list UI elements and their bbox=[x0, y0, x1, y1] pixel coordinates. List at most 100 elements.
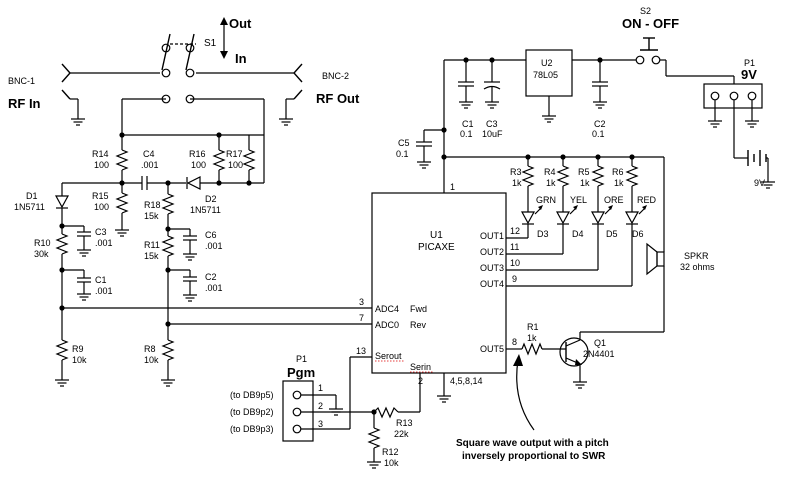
q1-value: 2N4401 bbox=[583, 349, 615, 359]
led-ore-label: ORE bbox=[604, 195, 624, 205]
pin-nums-gnd: 4,5,8,14 bbox=[450, 376, 483, 386]
c2b-value: 0.1 bbox=[592, 129, 605, 139]
c1b-ref: C1 bbox=[462, 119, 474, 129]
r13-value: 22k bbox=[394, 429, 409, 439]
c1a-ref: C1 bbox=[95, 275, 107, 285]
spkr-label: SPKR bbox=[684, 251, 709, 261]
pin-fwd: Fwd bbox=[410, 304, 427, 314]
r17-value: 100 bbox=[228, 160, 243, 170]
bnc2-label: BNC-2 bbox=[322, 71, 349, 81]
r18-value: 15k bbox=[144, 211, 159, 221]
c1a-value: .001 bbox=[95, 286, 113, 296]
c3b-ref: C3 bbox=[486, 119, 498, 129]
d3-ref: D3 bbox=[537, 229, 549, 239]
d4-ref: D4 bbox=[572, 229, 584, 239]
r6-ref: R6 bbox=[612, 167, 624, 177]
programming-header bbox=[282, 356, 452, 469]
r5-ref: R5 bbox=[578, 167, 590, 177]
power-supply bbox=[416, 37, 776, 193]
led-grn-label: GRN bbox=[536, 195, 556, 205]
d2-value: 1N5711 bbox=[190, 205, 221, 215]
pin-num-7: 7 bbox=[359, 313, 364, 323]
c3b-value: 10uF bbox=[482, 129, 503, 139]
c6-value: .001 bbox=[205, 241, 223, 251]
speaker-driver bbox=[506, 240, 665, 389]
bnc1-label: BNC-1 bbox=[8, 76, 35, 86]
note-line2: inversely proportional to SWR bbox=[462, 451, 606, 462]
r14-ref: R14 bbox=[92, 149, 109, 159]
prog-db9p5: (to DB9p5) bbox=[230, 390, 274, 400]
u1-name: PICAXE bbox=[418, 242, 455, 253]
r15-value: 100 bbox=[94, 202, 109, 212]
d5-ref: D5 bbox=[606, 229, 618, 239]
prog-db9p3: (to DB9p3) bbox=[230, 424, 274, 434]
pin-num-10: 10 bbox=[510, 258, 520, 268]
r3-ref: R3 bbox=[510, 167, 522, 177]
pin-num-13: 13 bbox=[356, 346, 366, 356]
d6-ref: D6 bbox=[632, 229, 644, 239]
p1-power-ref: P1 bbox=[744, 58, 755, 68]
pin-num-3: 3 bbox=[359, 297, 364, 307]
c3a-ref: C3 bbox=[95, 227, 107, 237]
c1b-value: 0.1 bbox=[460, 129, 473, 139]
pin-rev: Rev bbox=[410, 320, 427, 330]
r12-value: 10k bbox=[384, 458, 399, 468]
rf-in-label: RF In bbox=[8, 96, 41, 111]
note-arrow bbox=[513, 354, 535, 431]
pin-adc0: ADC0 bbox=[375, 320, 399, 330]
u2-name: 78L05 bbox=[533, 70, 558, 80]
prog-db9p2: (to DB9p2) bbox=[230, 407, 274, 417]
r17-ref: R17 bbox=[226, 149, 243, 159]
c2a-ref: C2 bbox=[205, 272, 217, 282]
u1-picaxe-chip bbox=[371, 192, 507, 374]
r10-ref: R10 bbox=[34, 238, 51, 248]
pin-num-8: 8 bbox=[512, 337, 517, 347]
in-label: In bbox=[235, 51, 247, 66]
pin-out2: OUT2 bbox=[480, 247, 504, 257]
battery-9v: 9V bbox=[754, 178, 765, 188]
pin-num-11: 11 bbox=[510, 242, 519, 252]
r8-ref: R8 bbox=[144, 344, 156, 354]
led-red-label: RED bbox=[637, 195, 657, 205]
u1-ref: U1 bbox=[430, 230, 443, 241]
s1-label: S1 bbox=[204, 38, 217, 49]
r15-ref: R15 bbox=[92, 191, 109, 201]
s2-label: S2 bbox=[640, 6, 651, 16]
d1-ref: D1 bbox=[26, 191, 38, 201]
led-bank bbox=[506, 154, 665, 287]
r13-ref: R13 bbox=[396, 418, 413, 428]
c6-ref: C6 bbox=[205, 230, 217, 240]
pin-out1: OUT1 bbox=[480, 231, 504, 241]
r8-value: 10k bbox=[144, 355, 159, 365]
pin-num-9: 9 bbox=[512, 274, 517, 284]
pin-num-12: 12 bbox=[510, 226, 520, 236]
c3a-value: .001 bbox=[95, 238, 113, 248]
r14-value: 100 bbox=[94, 160, 109, 170]
r16-value: 100 bbox=[191, 160, 206, 170]
pin-serin: Serin bbox=[410, 362, 431, 372]
c4-ref: C4 bbox=[143, 149, 155, 159]
switch-s1 bbox=[122, 33, 264, 104]
r9-ref: R9 bbox=[72, 344, 84, 354]
c5-ref: C5 bbox=[398, 138, 410, 148]
pin-serout: Serout bbox=[375, 351, 402, 361]
note-line1: Square wave output with a pitch bbox=[456, 438, 609, 449]
r4-ref: R4 bbox=[544, 167, 556, 177]
r5-value: 1k bbox=[580, 178, 590, 188]
r1-ref: R1 bbox=[527, 322, 539, 332]
spkr-value: 32 ohms bbox=[680, 262, 715, 272]
out-label: Out bbox=[229, 16, 252, 31]
c5-value: 0.1 bbox=[396, 149, 409, 159]
pin-num-1: 1 bbox=[450, 182, 455, 192]
u2-ref: U2 bbox=[541, 58, 553, 68]
rf-out-label: RF Out bbox=[316, 91, 360, 106]
r9-value: 10k bbox=[72, 355, 87, 365]
r6-value: 1k bbox=[614, 178, 624, 188]
r10-value: 30k bbox=[34, 249, 49, 259]
pin-out3: OUT3 bbox=[480, 263, 504, 273]
prog-pgm-label: Pgm bbox=[287, 365, 315, 380]
r11-value: 15k bbox=[144, 251, 159, 261]
c4-value: .001 bbox=[141, 160, 159, 170]
d2-ref: D2 bbox=[205, 194, 217, 204]
